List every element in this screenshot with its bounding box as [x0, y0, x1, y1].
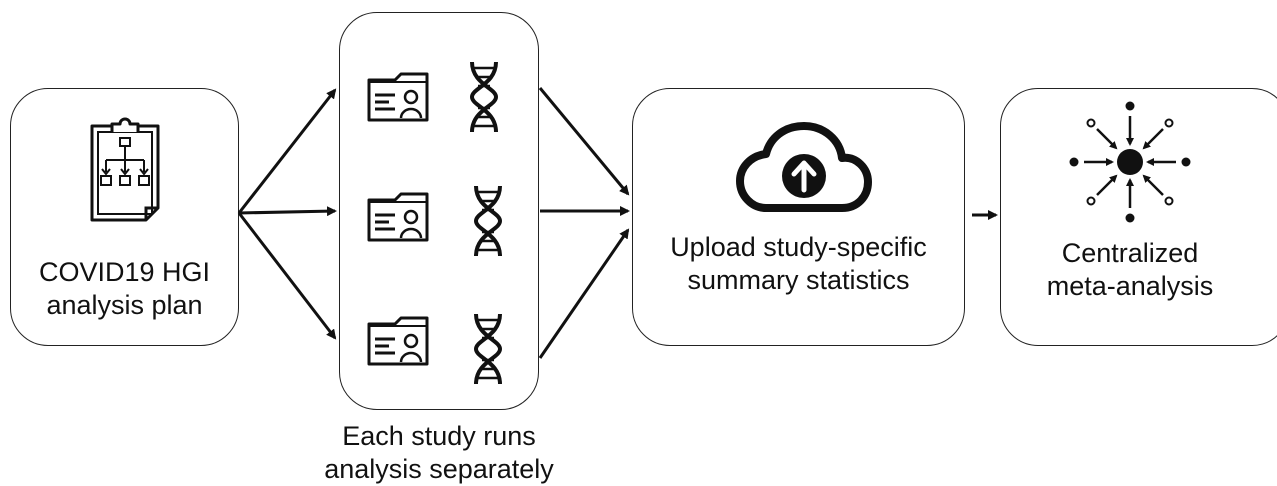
meta-analysis-box	[1000, 88, 1277, 346]
arrow-study-1-to-upload	[538, 87, 630, 196]
arrow-study-3-to-upload	[538, 228, 630, 359]
dna-icon	[473, 185, 503, 257]
converge-hub-icon	[1069, 101, 1191, 223]
id-card-folder-icon	[367, 72, 429, 122]
arrow-plan-to-study-3	[237, 212, 337, 340]
meta-analysis-label: Centralized meta-analysis	[1046, 238, 1214, 301]
cloud-upload-icon	[736, 122, 872, 212]
dna-icon	[469, 61, 499, 133]
id-card-folder-icon	[367, 192, 429, 242]
clipboard-flowchart-icon	[90, 117, 160, 222]
arrow-plan-to-study-1	[237, 88, 337, 214]
id-card-folder-icon	[367, 316, 429, 366]
studies-box	[339, 12, 539, 410]
dna-icon	[473, 313, 503, 385]
upload-box	[632, 88, 965, 346]
arrow-plan-to-study-2	[238, 206, 337, 217]
upload-label: Upload study-specific summary statistics	[670, 232, 927, 295]
analysis-plan-label: COVID19 HGI analysis plan	[38, 257, 211, 320]
studies-caption: Each study runs analysis separately	[324, 421, 554, 484]
